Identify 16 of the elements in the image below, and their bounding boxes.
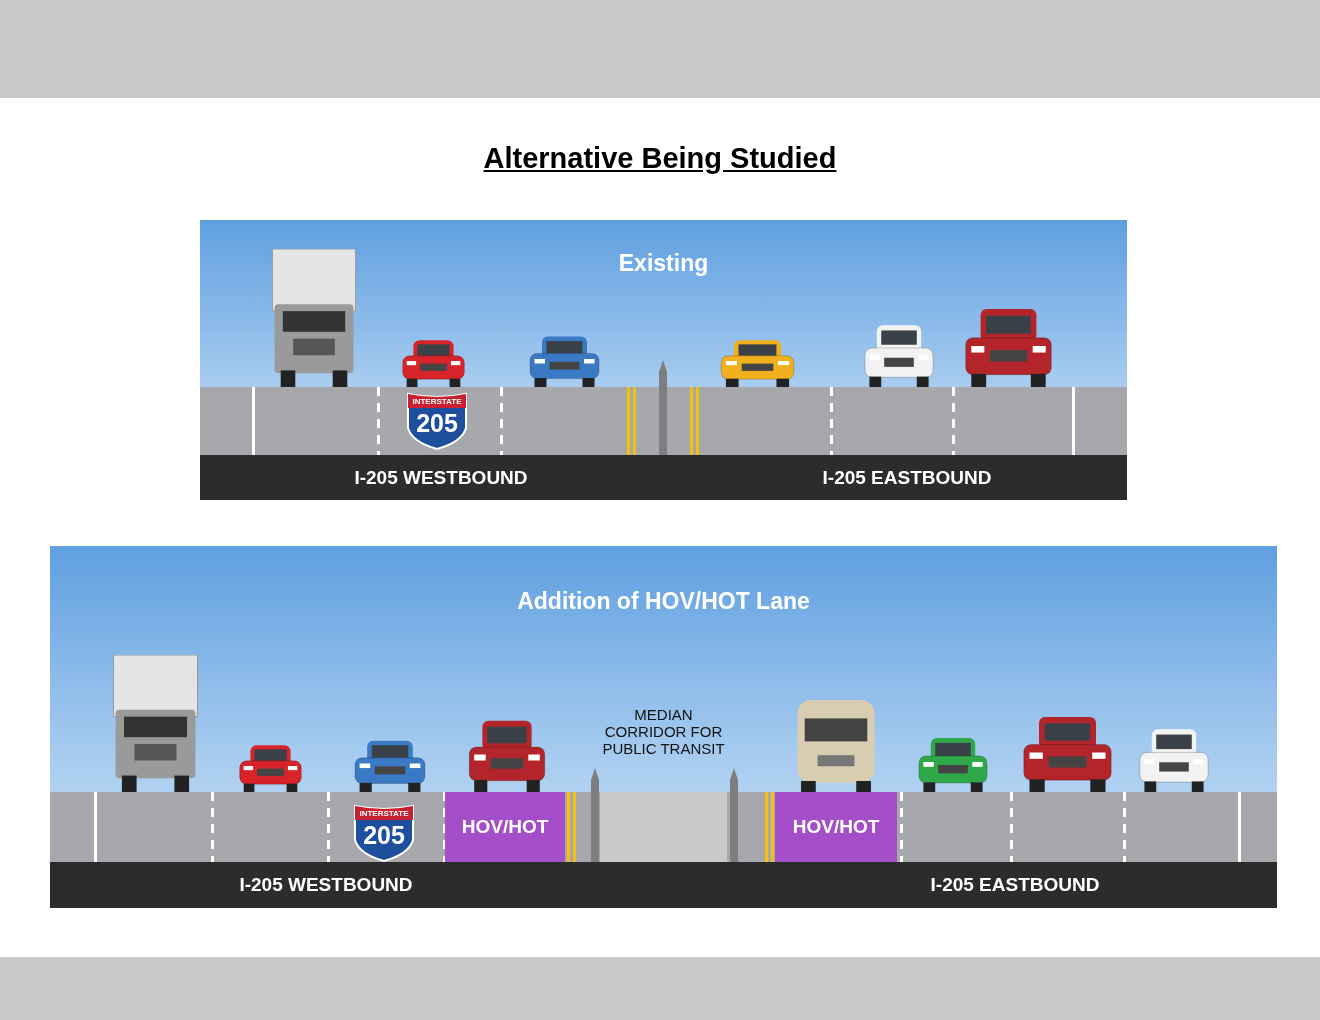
median-label: MEDIAN CORRIDOR FOR PUBLIC TRANSIT <box>601 706 726 757</box>
shield-caption: INTERSTATE <box>411 397 463 406</box>
panel-heading: Addition of HOV/HOT Lane <box>516 588 811 615</box>
title: Alternative Being Studied <box>483 142 837 174</box>
road-cross-section-panel <box>200 220 1127 500</box>
hov-lane: HOV/HOT <box>445 792 565 862</box>
hov-lane: HOV/HOT <box>775 792 897 862</box>
shield-caption: INTERSTATE <box>358 809 410 818</box>
panel-heading: Existing <box>617 250 710 277</box>
direction-label: I-205 WESTBOUND <box>354 467 528 489</box>
direction-label: I-205 EASTBOUND <box>930 874 1100 896</box>
route-number: 205 <box>415 409 459 437</box>
road-cross-section-panel <box>50 546 1277 908</box>
direction-label: I-205 EASTBOUND <box>822 467 992 489</box>
direction-label: I-205 WESTBOUND <box>239 874 413 896</box>
route-number: 205 <box>362 821 406 849</box>
